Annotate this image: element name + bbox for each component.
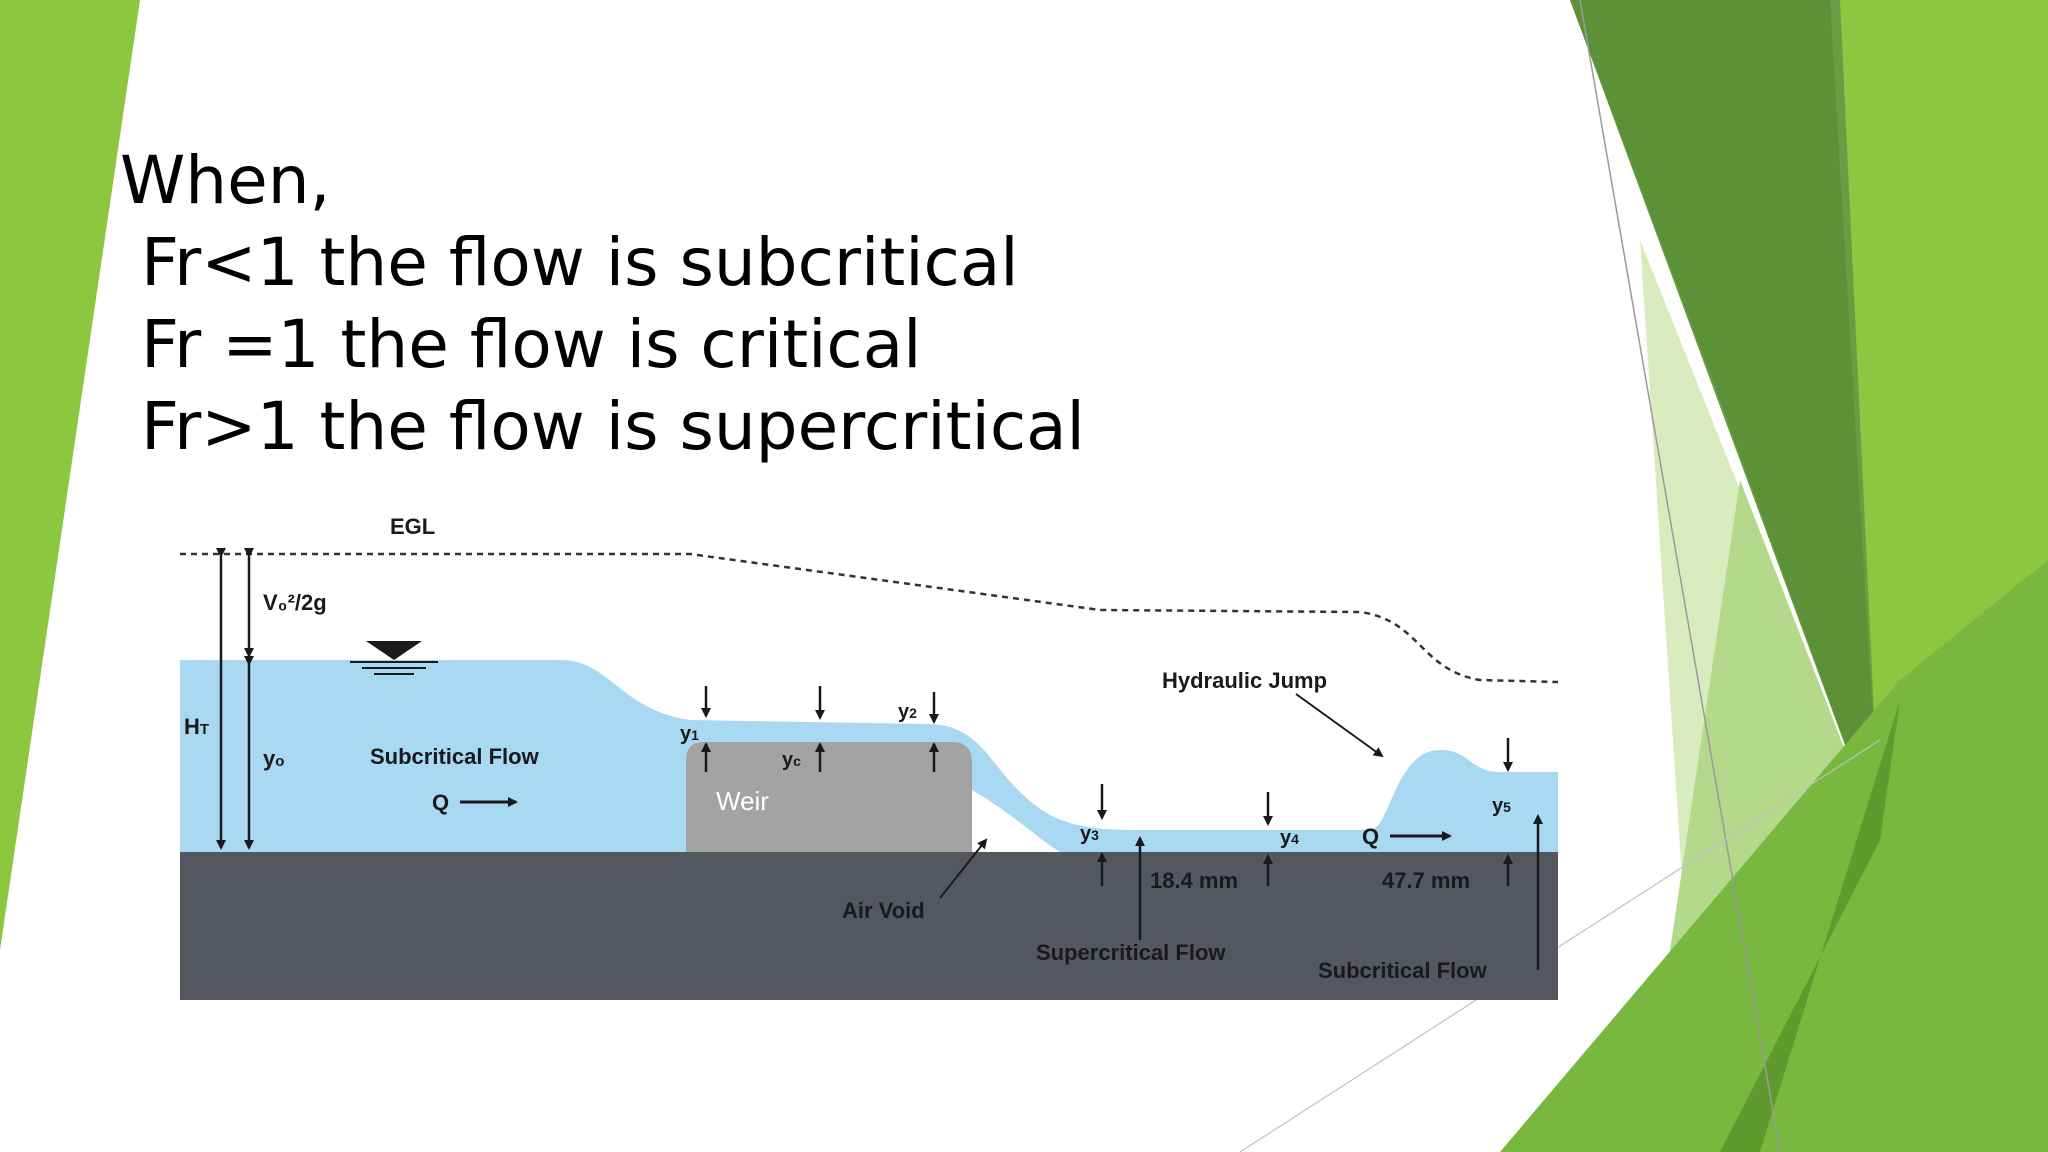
channel-bed <box>180 852 1558 1000</box>
egl-label: EGL <box>390 514 435 539</box>
text-line-2: Fr<1 the flow is subcritical <box>120 224 1019 301</box>
y1-label: y1 <box>680 723 699 745</box>
velocity-head-label: V₀²/2g <box>263 590 327 615</box>
subcritical-flow-upstream-label: Subcritical Flow <box>370 744 540 769</box>
air-void <box>972 790 1060 852</box>
yc-label: yc <box>782 749 801 771</box>
flow-q-label-2: Q <box>1362 824 1379 849</box>
y2-label: y2 <box>898 701 917 723</box>
right-darker-strip <box>1570 0 1880 840</box>
water-level-icon <box>366 641 422 660</box>
flow-q-label-1: Q <box>432 790 449 815</box>
slide-text: When, Fr<1 the flow is subcritical Fr =1… <box>120 140 1085 468</box>
y4-label: y4 <box>1280 827 1299 849</box>
depth-2-label: 47.7 mm <box>1382 868 1470 893</box>
hydraulic-jump-pointer <box>1295 693 1384 758</box>
weir <box>686 742 972 852</box>
air-void-label: Air Void <box>842 898 925 923</box>
egl-line <box>180 552 1559 684</box>
thin-line-2 <box>1239 739 1881 1152</box>
text-line-4: Fr>1 the flow is supercritical <box>120 388 1085 465</box>
y0-label: yo <box>263 746 284 771</box>
thin-line-1 <box>1579 0 1781 1152</box>
text-line-3: Fr =1 the flow is critical <box>120 306 922 383</box>
weir-label: Weir <box>716 786 769 816</box>
depth-1-label: 18.4 mm <box>1150 868 1238 893</box>
air-void-pointer <box>939 838 988 899</box>
hydraulic-jump-label: Hydraulic Jump <box>1162 668 1327 693</box>
left-green-band <box>0 0 140 950</box>
subcritical-flow-downstream-label: Subcritical Flow <box>1318 958 1488 983</box>
text-line-1: When, <box>120 142 331 219</box>
ht-label: HT <box>184 714 209 739</box>
supercritical-flow-label: Supercritical Flow <box>1036 940 1226 965</box>
bottom-green-wedge <box>1500 560 2048 1152</box>
y5-label: y5 <box>1492 795 1511 817</box>
y3-label: y3 <box>1080 823 1099 845</box>
